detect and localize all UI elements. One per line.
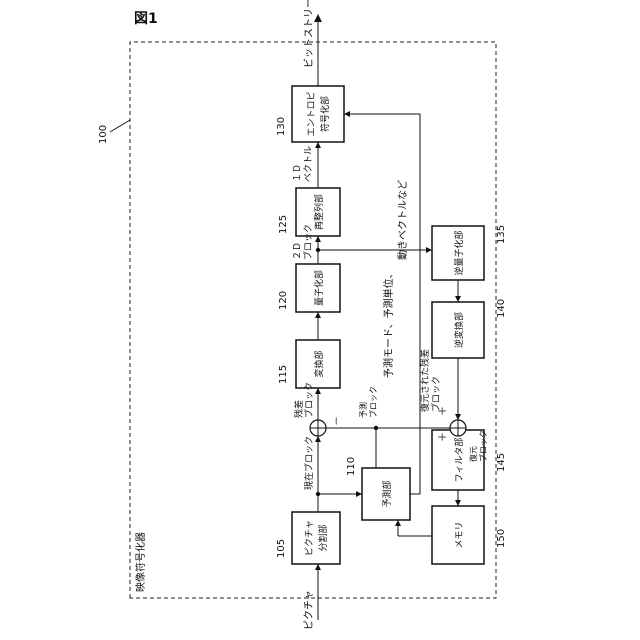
subtractor-node: － <box>310 416 343 436</box>
encoder-title: 映像符号化器 <box>134 532 147 592</box>
block-picture-split: ピクチャ 分割部 105 <box>276 512 340 564</box>
ref-135: 135 <box>496 225 507 244</box>
label-side-info-1: 予測モード、予測単位、 <box>382 268 395 378</box>
ref-120: 120 <box>278 291 289 310</box>
junction-quant <box>316 248 320 252</box>
ref-105: 105 <box>276 539 287 558</box>
block-picture-split-line1: ピクチャ <box>304 520 315 556</box>
ref-150: 150 <box>496 529 507 548</box>
block-predictor-line1: 予測部 <box>381 480 393 507</box>
block-filter-line1: フィルタ部 <box>453 438 465 483</box>
label-restored-block-2: ブロック <box>478 430 488 462</box>
label-1d-vector-1: １Ｄ <box>293 164 303 182</box>
plus-sign-a: ＋ <box>438 432 449 442</box>
label-side-info-2: 動きベクトルなど <box>396 180 409 260</box>
junction-current <box>316 492 320 496</box>
label-prediction-block-2: ブロック <box>368 386 378 418</box>
block-transform-line1: 変換部 <box>313 350 325 377</box>
block-entropy-line2: 符号化部 <box>319 96 331 132</box>
label-residual-block-1: 残差 <box>293 400 305 418</box>
output-label: ビットストリーム <box>303 0 315 68</box>
label-1d-vector-2: ベクトル <box>303 146 314 182</box>
block-predictor: 予測部 110 <box>346 457 410 520</box>
ref-125: 125 <box>278 215 289 234</box>
label-prediction-block-1: 予測 <box>358 402 368 418</box>
label-current-block: 現在ブロック <box>303 436 315 490</box>
block-quantizer-line1: 量子化部 <box>313 270 325 306</box>
label-restored-residual-1: 復元された残差 <box>419 349 431 412</box>
block-dequantizer-line1: 逆量子化部 <box>453 230 465 275</box>
block-transform: 変換部 115 <box>278 340 340 388</box>
block-inverse-transform-line1: 逆変換部 <box>453 312 465 348</box>
label-residual-block-2: ブロック <box>303 382 315 418</box>
ref-110: 110 <box>346 457 357 476</box>
ref-140: 140 <box>496 299 507 318</box>
label-restored-block-1: 復元 <box>468 446 478 462</box>
ref-130: 130 <box>276 117 287 136</box>
block-memory-line1: メモリ <box>455 521 465 548</box>
junction-prediction <box>374 426 378 430</box>
ref-145: 145 <box>496 453 507 472</box>
block-entropy: エントロピ 符号化部 130 <box>276 86 344 142</box>
minus-sign: － <box>332 416 343 426</box>
block-inverse-transform: 逆変換部 140 <box>432 299 507 358</box>
label-restored-residual-2: ブロック <box>430 376 442 412</box>
block-quantizer: 量子化部 120 <box>278 264 340 312</box>
block-entropy-line1: エントロピ <box>306 91 317 136</box>
label-2d-block-1: ２Ｄ <box>293 242 303 260</box>
input-label: ピクチャ <box>303 590 315 630</box>
label-2d-block-2: ブロック <box>302 224 314 260</box>
encoder-ref: 100 <box>98 125 109 144</box>
block-picture-split-line2: 分割部 <box>317 524 329 551</box>
encoder-ref-leader <box>110 120 130 132</box>
ref-115: 115 <box>278 365 289 384</box>
block-rearrange-line1: 再整列部 <box>313 194 325 230</box>
